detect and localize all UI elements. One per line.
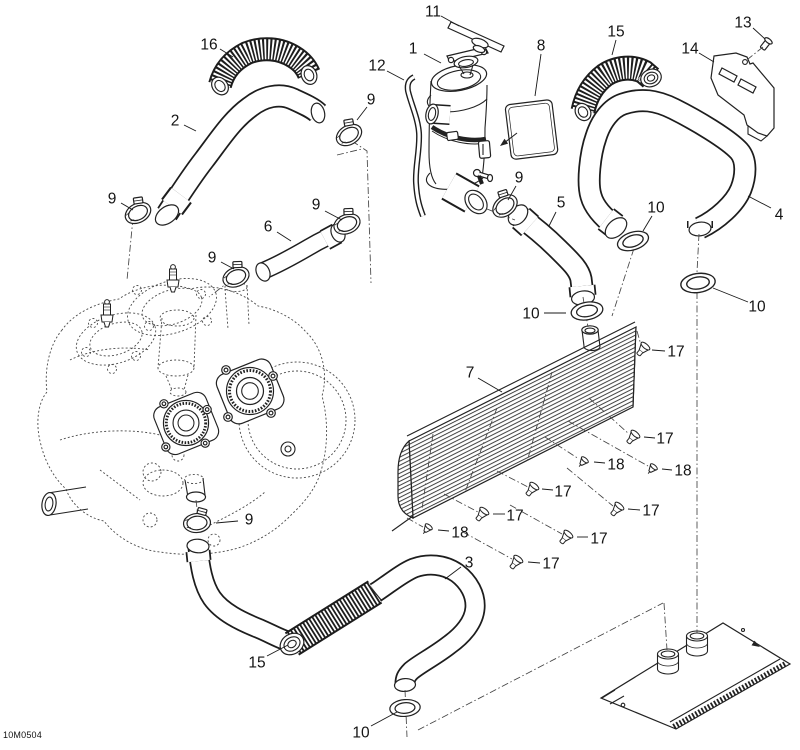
callout-9-14: 9 [515, 170, 524, 187]
callout-leader-10 [712, 287, 749, 303]
callout-9-32: 9 [245, 512, 254, 529]
callout-6-12: 6 [264, 219, 273, 236]
callout-17-29: 17 [590, 531, 607, 548]
callout-leader-14 [698, 52, 715, 63]
callout-18-23: 18 [607, 457, 624, 474]
hose-2 [154, 84, 327, 226]
callout-leader-17 [541, 488, 554, 491]
callout-17-21: 17 [667, 344, 684, 361]
callout-18-28: 18 [451, 525, 468, 542]
callout-15-7: 15 [607, 24, 624, 41]
hose-4 [577, 89, 757, 239]
callout-leader-16 [219, 48, 234, 58]
callout-leader-8 [534, 53, 542, 97]
callout-leader-9 [215, 520, 239, 524]
callout-leader-17 [527, 561, 541, 564]
callout-17-25: 17 [554, 484, 571, 501]
callout-leader-9 [220, 261, 235, 270]
callout-15-33: 15 [248, 655, 265, 672]
callout-7-20: 7 [466, 365, 475, 382]
callout-10-34: 10 [352, 725, 370, 742]
callout-leader-18 [593, 461, 606, 464]
callout-leader-13 [752, 27, 766, 40]
corrugated-hose-15-top [570, 55, 662, 122]
radiator-illustration [391, 321, 637, 532]
callout-17-27: 17 [506, 508, 523, 525]
callout-9-11: 9 [312, 197, 321, 214]
callout-8-6: 8 [537, 38, 546, 55]
callout-17-31: 17 [542, 556, 559, 573]
engine-port-front [153, 391, 220, 456]
callout-leader-9 [507, 185, 517, 201]
callout-leader-18 [661, 468, 673, 471]
hose-6 [255, 223, 346, 282]
pad-arrow [500, 138, 509, 146]
hose-3 [185, 538, 486, 693]
callout-3-30: 3 [465, 555, 474, 572]
hose-5 [507, 204, 597, 306]
callout-leader-17 [643, 436, 656, 439]
bolt-illustration [759, 37, 773, 51]
callout-16-0: 16 [200, 37, 217, 54]
callout-10-19: 10 [522, 306, 540, 323]
callout-leader-12 [386, 70, 405, 81]
callout-12-3: 12 [368, 58, 385, 75]
callout-11-4: 11 [425, 4, 441, 21]
callout-1-5: 1 [409, 41, 418, 58]
engine-port-rear [215, 358, 285, 425]
callout-18-24: 18 [674, 463, 691, 480]
spark-plug [100, 299, 114, 328]
callout-5-15: 5 [557, 195, 566, 212]
callout-leader-9 [120, 202, 134, 211]
callout-9-2: 9 [367, 92, 376, 109]
bracket-illustration [710, 52, 775, 142]
callout-leader-18 [437, 529, 450, 532]
corrugated-hose-16 [208, 37, 321, 96]
callout-10-18: 10 [748, 299, 766, 316]
callout-4-17: 4 [775, 207, 784, 224]
plate-port [685, 630, 709, 657]
callout-leader-17 [651, 349, 666, 352]
callout-leader-1 [423, 53, 442, 64]
callout-leader-7 [477, 377, 503, 393]
callout-leader-4 [747, 195, 772, 209]
callout-17-26: 17 [642, 503, 659, 520]
spark-plug [166, 264, 180, 293]
callout-leader-11 [440, 15, 460, 27]
callout-leader-17 [627, 508, 641, 511]
callout-leader-9 [324, 210, 343, 221]
callout-2-1: 2 [171, 113, 180, 130]
callout-13-8: 13 [734, 15, 751, 32]
diagram-part-code: 10M0504 [3, 730, 42, 740]
pad-illustration [504, 99, 559, 160]
callout-leader-9 [356, 106, 368, 121]
plate-port [656, 648, 680, 675]
coolant-tank-illustration [404, 21, 505, 218]
callout-14-9: 14 [681, 41, 699, 58]
callout-10-16: 10 [647, 200, 665, 217]
tank-cap-illustration [447, 21, 505, 54]
ride-plate-illustration [599, 622, 792, 730]
callout-leader-15 [611, 39, 617, 56]
callout-leader-3 [444, 566, 462, 580]
callout-leader-15 [266, 644, 289, 657]
callout-leader-5 [548, 211, 557, 227]
callout-leader-6 [276, 231, 292, 242]
corrugated-hose-15-bottom [279, 580, 383, 656]
callout-leader-10 [642, 215, 653, 232]
callout-leader-2 [183, 124, 197, 132]
callout-leader-10 [370, 711, 398, 727]
callout-9-10: 9 [108, 191, 117, 208]
callout-17-22: 17 [656, 431, 673, 448]
flow-arrow [751, 640, 760, 647]
engine-illustration [37, 264, 356, 555]
callout-9-13: 9 [208, 250, 217, 267]
